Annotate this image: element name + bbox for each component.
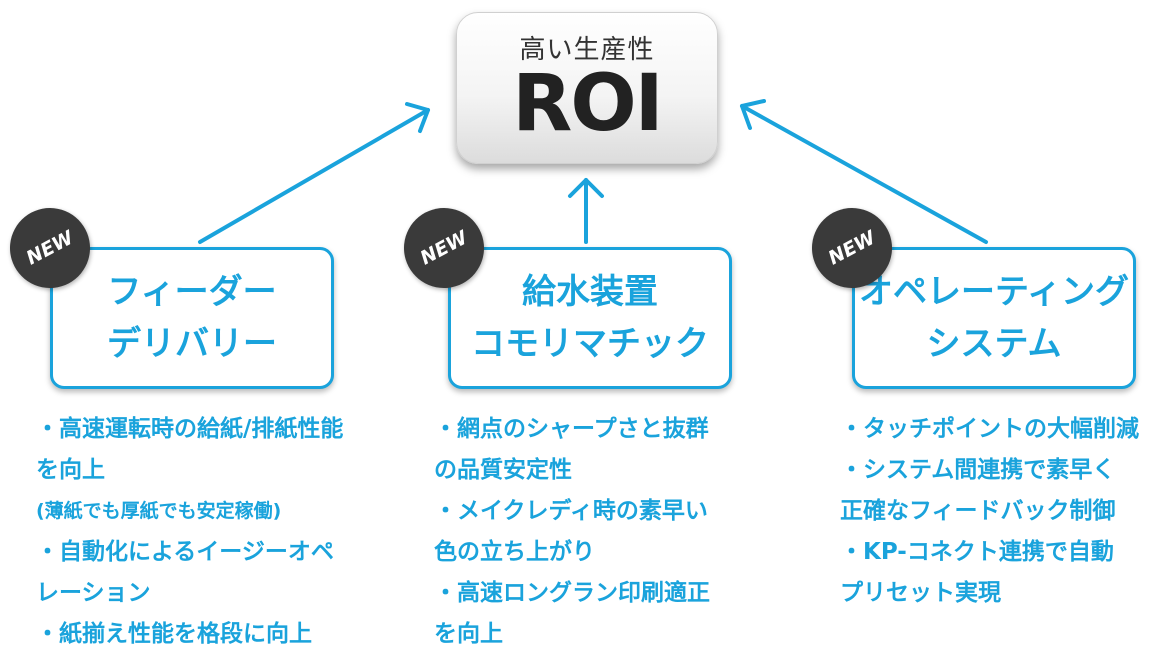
list-item: ・紙揃え性能を格段に向上	[36, 621, 312, 647]
list-item: ・システム間連携で素早く	[840, 457, 1116, 483]
list-item: を向上	[36, 457, 105, 483]
list-item: レーション	[36, 580, 151, 606]
arrow-right	[740, 104, 988, 244]
list-item: ・網点のシャープさと抜群	[434, 416, 709, 442]
feature-title-line1: 給水装置	[522, 272, 658, 312]
list-item: の品質安定性	[434, 457, 572, 483]
feature-title-line2: システム	[926, 324, 1062, 364]
feature-title-line1: フィーダー	[107, 272, 277, 312]
list-item: を向上	[434, 621, 503, 647]
list-item: ・KP-コネクト連携で自動	[840, 539, 1114, 565]
feeder-bullet-list: ・高速運転時の給紙/排紙性能 を向上 (薄紙でも厚紙でも安定稼働) ・自動化によ…	[36, 409, 343, 655]
list-item: ・タッチポイントの大幅削減	[840, 416, 1139, 442]
feature-title-line1: オペレーティング	[859, 272, 1129, 312]
arrow-right-head	[740, 99, 766, 130]
feature-box-feeder-delivery: フィーダー デリバリー	[50, 247, 334, 389]
feature-box-water-system: 給水装置 コモリマチック	[448, 247, 732, 389]
ops-bullet-list: ・タッチポイントの大幅削減 ・システム間連携で素早く 正確なフィードバック制御 …	[840, 409, 1139, 614]
arrow-left	[198, 108, 430, 244]
list-item: ・高速運転時の給紙/排紙性能	[36, 416, 344, 442]
roi-subtitle: 高い生産性	[519, 35, 655, 65]
water-bullet-list: ・網点のシャープさと抜群 の品質安定性 ・メイクレディ時の素早い 色の立ち上がり…	[434, 409, 710, 655]
list-item: ・メイクレディ時の素早い	[434, 498, 708, 524]
list-item: 色の立ち上がり	[434, 539, 595, 565]
list-item-note: (薄紙でも厚紙でも安定稼働)	[36, 500, 282, 522]
feature-title-line2: コモリマチック	[471, 324, 709, 364]
list-item: ・高速ロングラン印刷適正	[434, 580, 710, 606]
list-item: プリセット実現	[840, 580, 1001, 606]
arrow-left-head	[405, 102, 430, 133]
roi-box: 高い生産性 ROI	[456, 12, 718, 164]
feature-box-operating-system: オペレーティング システム	[852, 247, 1136, 389]
roi-title: ROI	[512, 59, 663, 149]
arrow-center-head	[568, 178, 604, 198]
list-item: ・自動化によるイージーオペ	[36, 539, 334, 565]
list-item: 正確なフィードバック制御	[840, 498, 1116, 524]
feature-title-line2: デリバリー	[107, 324, 277, 364]
